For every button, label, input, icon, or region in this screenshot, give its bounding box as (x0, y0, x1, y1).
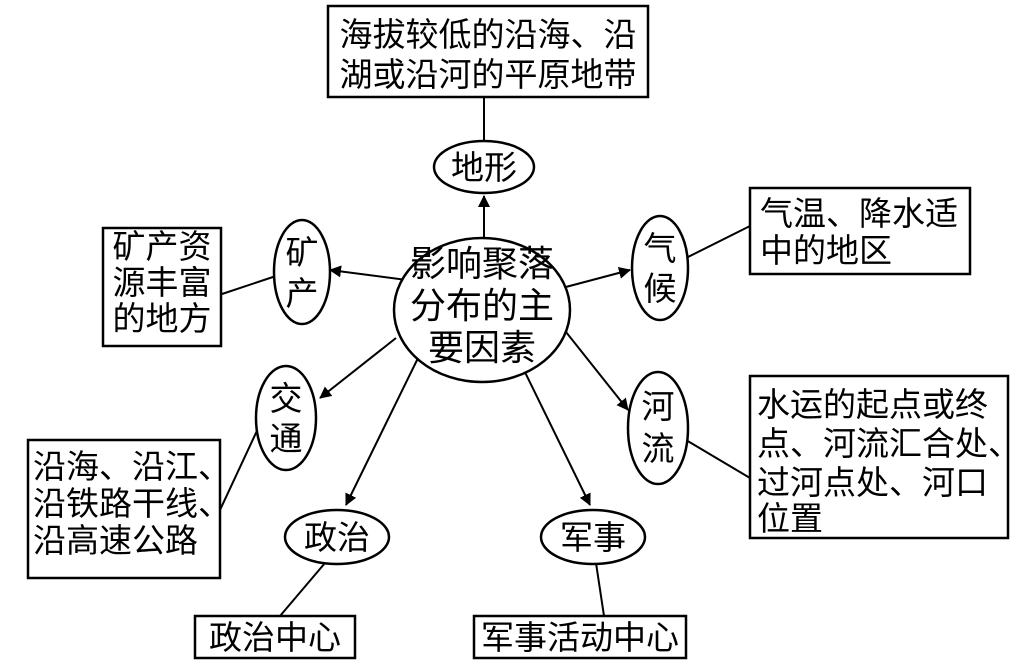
connectors (219, 97, 751, 617)
detail-river-line-1: 水运的起点或终 (757, 385, 988, 424)
arrow-river (565, 331, 629, 411)
detail-river: 水运的起点或终 点、河流汇合处、 过河点处、河口 位置 (748, 374, 1019, 540)
detail-terrain: 海拔较低的沿海、沿 湖或沿河的平原地带 (326, 4, 650, 99)
factor-mineral: 矿 产 (272, 218, 332, 326)
detail-climate-line-2: 中的地区 (760, 231, 892, 270)
connector-mineral (221, 275, 277, 295)
label-transport-2: 通 (270, 419, 303, 458)
detail-mineral-line-3: 的地方 (113, 299, 212, 338)
detail-politics-line-1: 政治中心 (209, 618, 341, 657)
detail-terrain-line-1: 海拔较低的沿海、沿 (340, 15, 637, 54)
factor-transport: 交 通 (254, 364, 318, 472)
arrow-military (519, 361, 591, 506)
detail-climate-line-1: 气温、降水适 (760, 194, 958, 233)
detail-transport-line-2: 沿铁路干线、 (33, 484, 231, 523)
label-river-1: 河 (642, 387, 675, 426)
label-river-2: 流 (642, 429, 675, 468)
detail-politics: 政治中心 (193, 614, 357, 660)
label-climate-2: 候 (644, 269, 677, 308)
connector-river (685, 439, 751, 479)
detail-terrain-line-2: 湖或沿河的平原地带 (340, 55, 637, 94)
factor-river: 河 流 (626, 370, 690, 486)
connector-military (595, 562, 605, 617)
detail-transport-line-3: 沿高速公路 (33, 521, 198, 560)
center-line-2: 分布的主 (410, 286, 554, 327)
detail-mineral-line-1: 矿产资 (113, 227, 212, 266)
detail-transport: 沿海、沿江、 沿铁路干线、 沿高速公路 (26, 438, 231, 580)
center-line-1: 影响聚落 (410, 244, 554, 285)
label-politics: 政治 (304, 518, 370, 557)
label-military: 军事 (560, 518, 626, 557)
detail-river-line-2: 点、河流汇合处、 (757, 424, 1019, 463)
detail-river-line-4: 位置 (757, 499, 823, 538)
arrow-transport (319, 337, 397, 399)
arrow-climate (561, 267, 631, 289)
detail-transport-line-1: 沿海、沿江、 (33, 447, 231, 486)
detail-mineral: 矿产资 源丰富 的地方 (101, 226, 223, 348)
label-climate-1: 气 (644, 229, 677, 268)
label-terrain: 地形 (451, 148, 517, 187)
factor-politics: 政治 (283, 508, 391, 566)
connector-climate (685, 225, 751, 259)
label-mineral-1: 矿 (286, 233, 319, 272)
detail-mineral-line-2: 源丰富 (113, 263, 212, 302)
center-node: 影响聚落 分布的主 要因素 (392, 236, 572, 384)
label-transport-1: 交 (270, 379, 303, 418)
connector-transport (219, 419, 263, 511)
factor-military: 军事 (539, 508, 647, 566)
factor-terrain: 地形 (432, 139, 536, 195)
center-line-3: 要因素 (428, 328, 536, 369)
detail-military-line-1: 军事活动中心 (481, 618, 679, 657)
label-mineral-2: 产 (286, 274, 319, 313)
detail-climate: 气温、降水适 中的地区 (748, 186, 972, 276)
detail-military: 军事活动中心 (472, 614, 688, 660)
detail-river-line-3: 过河点处、河口 (757, 463, 988, 502)
connector-politics (279, 562, 326, 617)
factor-climate: 气 候 (630, 214, 690, 322)
arrow-politics (345, 353, 421, 506)
